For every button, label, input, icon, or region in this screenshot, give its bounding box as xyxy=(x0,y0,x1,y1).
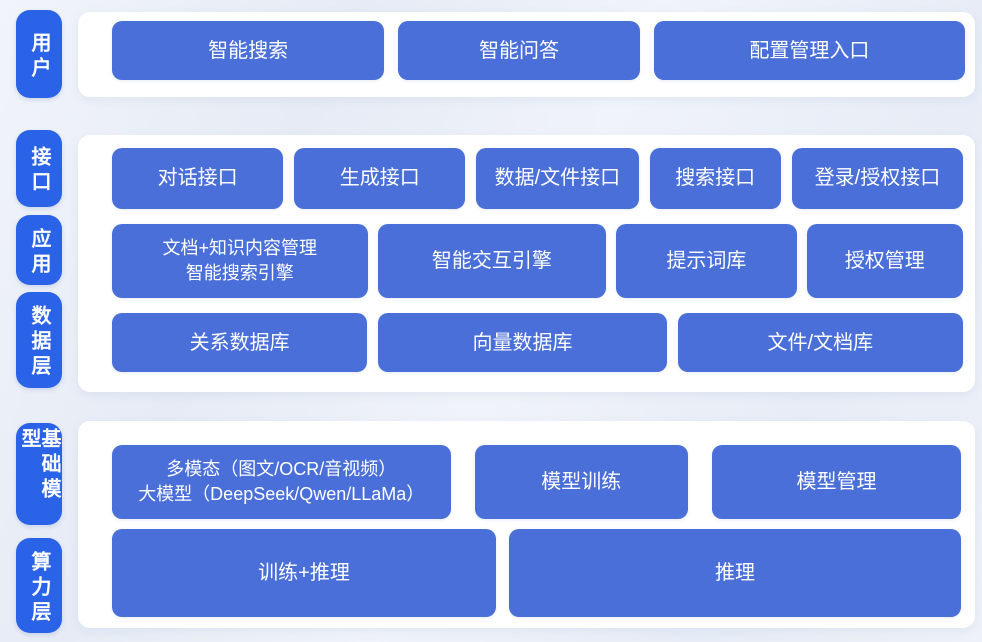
button-inference: 推理 xyxy=(509,528,961,617)
interface-row: 对话接口 生成接口 数据/文件接口 搜索接口 登录/授权接口 xyxy=(112,148,964,209)
button-relational-db: 关系数据库 xyxy=(112,313,368,372)
button-data-file-api: 数据/文件接口 xyxy=(476,148,639,209)
tab-foundation-model-label: 基础模型 xyxy=(18,428,60,503)
tab-application: 应用 xyxy=(16,215,62,285)
button-model-training: 模型训练 xyxy=(474,445,688,519)
tab-compute-layer: 算力层 xyxy=(16,538,62,633)
tab-interface: 接口 xyxy=(16,130,62,207)
panel-interface-application-data: 对话接口 生成接口 数据/文件接口 搜索接口 登录/授权接口 文档+知识内容管理… xyxy=(78,135,975,392)
button-intelligent-qa: 智能问答 xyxy=(398,21,640,80)
panel-user-layer: 智能搜索 智能问答 配置管理入口 xyxy=(78,12,975,97)
button-doc-knowledge-search-engine: 文档+知识内容管理 智能搜索引擎 xyxy=(112,223,368,299)
tab-user-label: 用户 xyxy=(28,31,50,82)
button-prompt-library: 提示词库 xyxy=(616,223,797,299)
tab-foundation-model: 基础模型 xyxy=(16,423,62,525)
button-line: 多模态（图文/OCR/音视频） xyxy=(166,458,397,479)
foundation-model-row: 多模态（图文/OCR/音视频） 大模型（DeepSeek/Qwen/LLaMa）… xyxy=(112,445,962,519)
button-dialog-api: 对话接口 xyxy=(112,148,284,209)
button-config-management-entry: 配置管理入口 xyxy=(653,21,966,80)
button-login-auth-api: 登录/授权接口 xyxy=(791,148,964,209)
data-layer-row: 关系数据库 向量数据库 文件/文档库 xyxy=(112,313,963,372)
compute-layer-row: 训练+推理 推理 xyxy=(112,528,961,617)
application-row: 文档+知识内容管理 智能搜索引擎 智能交互引擎 提示词库 授权管理 xyxy=(112,223,963,299)
tab-interface-label: 接口 xyxy=(28,146,50,196)
tab-compute-layer-label: 算力层 xyxy=(28,550,50,626)
panel-foundation-model-compute: 多模态（图文/OCR/音视频） 大模型（DeepSeek/Qwen/LLaMa）… xyxy=(78,421,975,628)
button-multimodal-llm: 多模态（图文/OCR/音视频） 大模型（DeepSeek/Qwen/LLaMa） xyxy=(112,445,451,519)
tab-data-layer: 数据层 xyxy=(16,292,62,388)
button-search-api: 搜索接口 xyxy=(649,148,781,209)
button-generation-api: 生成接口 xyxy=(294,148,466,209)
user-layer-row: 智能搜索 智能问答 配置管理入口 xyxy=(112,21,966,80)
button-training-inference: 训练+推理 xyxy=(112,528,496,617)
button-line: 智能搜索引擎 xyxy=(185,263,294,283)
button-line: 大模型（DeepSeek/Qwen/LLaMa） xyxy=(138,483,425,504)
tab-data-layer-label: 数据层 xyxy=(28,305,50,380)
button-model-management: 模型管理 xyxy=(711,445,962,519)
tab-user: 用户 xyxy=(16,10,62,98)
button-intelligent-search: 智能搜索 xyxy=(112,21,385,80)
button-intelligent-interaction-engine: 智能交互引擎 xyxy=(377,223,607,299)
button-authorization-management: 授权管理 xyxy=(806,223,963,299)
button-line: 文档+知识内容管理 xyxy=(162,237,318,258)
button-vector-db: 向量数据库 xyxy=(378,313,667,372)
button-file-doc-store: 文件/文档库 xyxy=(677,313,963,372)
tab-application-label: 应用 xyxy=(28,227,50,278)
